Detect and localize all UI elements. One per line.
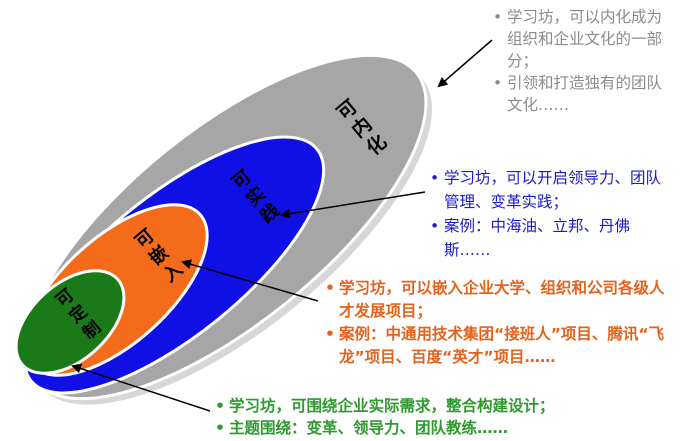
arrow-blue-callout xyxy=(280,191,426,219)
callout-item: •引领和打造独有的团队文化…… xyxy=(493,72,675,116)
callout-item: •学习坊，可以嵌入企业大学、组织和公司各级人才发展项目； xyxy=(325,277,675,323)
bullet-icon: • xyxy=(325,279,335,297)
callout-text: 案例：中通用技术集团“接班人”项目、腾讯“飞龙”项目、百度“英才”项目…… xyxy=(339,325,665,366)
bullet-icon: • xyxy=(430,217,440,235)
callout-item: •案例：中海油、立邦、丹佛斯…… xyxy=(430,214,675,262)
callout-item: •学习坊，可以开启领导力、团队管理、变革实践； xyxy=(430,166,675,214)
callout-text: 学习坊，可以开启领导力、团队管理、变革实践； xyxy=(444,169,662,211)
callout-item: •主题围绕：变革、领导力、团队教练…… xyxy=(215,417,675,439)
callout-item: •案例：中通用技术集团“接班人”项目、腾讯“飞龙”项目、百度“英才”项目…… xyxy=(325,323,675,369)
callout-customizable: •学习坊，可围绕企业实际需求，整合构建设计； •主题围绕：变革、领导力、团队教练… xyxy=(215,395,675,439)
arrow-green-callout xyxy=(71,363,211,412)
bullet-icon: • xyxy=(325,325,335,343)
callout-text: 案例：中海油、立邦、丹佛斯…… xyxy=(444,217,631,259)
callout-practicable: •学习坊，可以开启领导力、团队管理、变革实践； •案例：中海油、立邦、丹佛斯…… xyxy=(430,166,675,262)
callout-item: •学习坊，可围绕企业实际需求，整合构建设计； xyxy=(215,395,675,417)
callout-text: 引领和打造独有的团队文化…… xyxy=(507,74,663,114)
callout-text: 学习坊，可以嵌入企业大学、组织和公司各级人才发展项目； xyxy=(339,279,665,320)
ellipse-customizable xyxy=(14,269,126,375)
callout-embeddable: •学习坊，可以嵌入企业大学、组织和公司各级人才发展项目； •案例：中通用技术集团… xyxy=(325,277,675,369)
bullet-icon: • xyxy=(215,419,225,437)
arrow-gray-callout xyxy=(437,39,493,88)
callout-text: 学习坊，可围绕企业实际需求，整合构建设计； xyxy=(229,397,555,415)
arrow-orange-callout xyxy=(181,259,319,302)
callout-item: •学习坊，可以内化成为组织和企业文化的一部分； xyxy=(493,6,675,72)
callout-internalizable: •学习坊，可以内化成为组织和企业文化的一部分； •引领和打造独有的团队文化…… xyxy=(493,6,675,116)
callout-text: 学习坊，可以内化成为组织和企业文化的一部分； xyxy=(507,8,663,70)
bullet-icon: • xyxy=(215,397,225,415)
callout-text: 主题围绕：变革、领导力、团队教练…… xyxy=(229,419,509,437)
bullet-icon: • xyxy=(430,169,440,187)
bullet-icon: • xyxy=(493,74,503,92)
bullet-icon: • xyxy=(493,8,503,26)
